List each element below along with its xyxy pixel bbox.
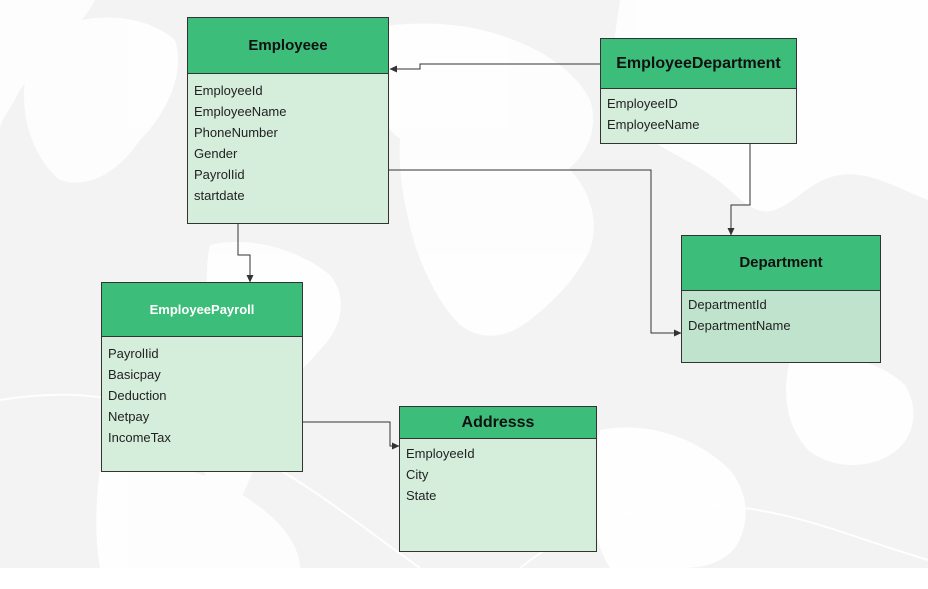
entity-employee[interactable]: Employeee EmployeeId EmployeeName PhoneN… (187, 17, 389, 224)
entity-fields: PayrolIid Basicpay Deduction Netpay Inco… (102, 337, 302, 448)
field-employee-id: EmployeeId (194, 83, 263, 98)
edge-empdept-to-employee (389, 63, 600, 73)
field-department-id: DepartmentId (688, 297, 767, 312)
field-employee-id: EmployeeId (406, 446, 475, 461)
field-phone-number: PhoneNumber (194, 125, 278, 140)
edge-employee-to-payroll (237, 224, 254, 283)
bottom-margin (0, 568, 928, 589)
entity-department[interactable]: Department DepartmentId DepartmentName (681, 235, 881, 363)
field-payroll-id: PayrolIid (108, 346, 159, 361)
field-basic-pay: Basicpay (108, 367, 161, 382)
entity-title: Employeee (188, 18, 388, 74)
field-employee-id: EmployeeID (607, 96, 678, 111)
field-deduction: Deduction (108, 388, 167, 403)
entity-fields: DepartmentId DepartmentName (682, 291, 880, 336)
field-income-tax: IncomeTax (108, 430, 171, 445)
field-department-name: DepartmentName (688, 318, 791, 333)
entity-fields: EmployeeID EmployeeName (601, 89, 796, 135)
entity-title: EmployeePayroll (102, 283, 302, 337)
field-net-pay: Netpay (108, 409, 150, 424)
entity-employee-payroll[interactable]: EmployeePayroll PayrolIid Basicpay Deduc… (101, 282, 303, 472)
field-gender: Gender (194, 146, 238, 161)
edge-payroll-to-address (303, 421, 400, 450)
entity-employee-department[interactable]: EmployeeDepartment EmployeeID EmployeeNa… (600, 38, 797, 144)
field-state: State (406, 488, 437, 503)
entity-fields: EmployeeId City State (400, 439, 596, 506)
entity-fields: EmployeeId EmployeeName PhoneNumber Gend… (188, 74, 388, 206)
entity-title: Department (682, 236, 880, 291)
field-employee-name: EmployeeName (607, 117, 700, 132)
entity-title: EmployeeDepartment (601, 39, 796, 89)
entity-address[interactable]: Addresss EmployeeId City State (399, 406, 597, 552)
entity-title: Addresss (400, 407, 596, 439)
field-start-date: startdate (194, 188, 245, 203)
edge-empdept-to-department (727, 144, 751, 236)
field-employee-name: EmployeeName (194, 104, 287, 119)
field-payroll-id: PayrolIid (194, 167, 245, 182)
edge-employee-to-department (389, 169, 682, 337)
field-city: City (406, 467, 429, 482)
